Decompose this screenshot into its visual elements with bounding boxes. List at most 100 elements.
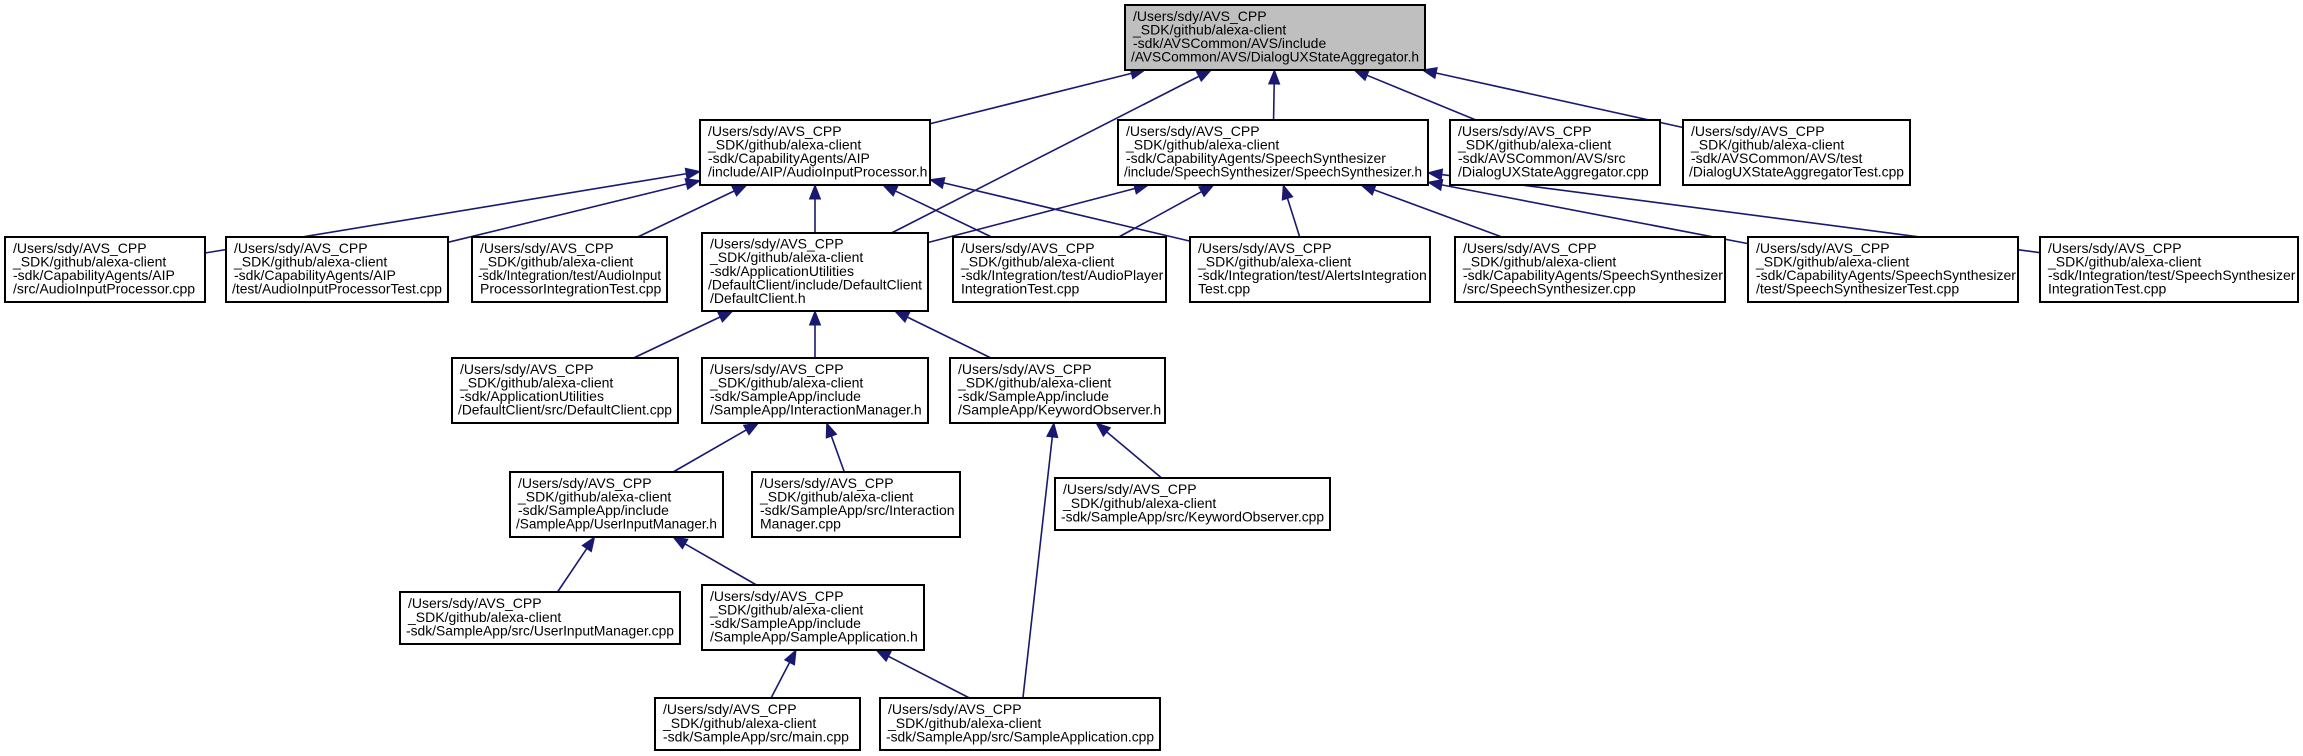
node-label-line: /Users/sdy/AVS_CPP <box>1458 123 1592 139</box>
node-ko_h[interactable]: /Users/sdy/AVS_CPP_SDK/github/alexa-clie… <box>949 357 1166 424</box>
node-box <box>699 119 931 186</box>
node-dc_cpp[interactable]: /Users/sdy/AVS_CPP_SDK/github/alexa-clie… <box>451 357 679 424</box>
node-sa_cpp[interactable]: /Users/sdy/AVS_CPP_SDK/github/alexa-clie… <box>879 697 1161 751</box>
node-aip_h[interactable]: /Users/sdy/AVS_CPP_SDK/github/alexa-clie… <box>699 119 931 186</box>
node-label-line: -sdk/ApplicationUtilities <box>710 263 854 279</box>
node-box <box>654 697 861 751</box>
node-label-line: /Users/sdy/AVS_CPP <box>408 595 542 611</box>
node-label-line: /Users/sdy/AVS_CPP <box>234 240 368 256</box>
node-label-line: /DefaultClient/include/DefaultClient <box>708 276 922 292</box>
node-box <box>399 591 681 645</box>
node-label-line: /Users/sdy/AVS_CPP <box>480 240 614 256</box>
node-dc_h[interactable]: /Users/sdy/AVS_CPP_SDK/github/alexa-clie… <box>701 232 929 312</box>
edge-line <box>672 429 747 473</box>
node-label-line: /Users/sdy/AVS_CPP <box>1133 8 1267 24</box>
edge-line <box>1286 198 1301 238</box>
node-al_int[interactable]: /Users/sdy/AVS_CPP_SDK/github/alexa-clie… <box>1189 236 1431 303</box>
edge-sa_h-to-uim_h <box>671 536 757 586</box>
edge-sa_cpp-to-sa_h <box>874 649 970 699</box>
node-ss_test[interactable]: /Users/sdy/AVS_CPP_SDK/github/alexa-clie… <box>1747 236 2019 303</box>
edge-dua_test-to-root <box>1421 67 1684 129</box>
node-label-line: -sdk/AVSCommon/AVS/src <box>1458 150 1626 166</box>
node-label-line: _SDK/github/alexa-client <box>1062 495 1216 511</box>
node-label-line: /Users/sdy/AVS_CPP <box>888 701 1022 717</box>
node-label-line: /Users/sdy/AVS_CPP <box>1126 123 1260 139</box>
node-root: /Users/sdy/AVS_CPP_SDK/github/alexa-clie… <box>1124 4 1426 71</box>
node-label-line: -sdk/Integration/test/AudioInput <box>478 267 661 283</box>
node-label-line: ProcessorIntegrationTest.cpp <box>480 281 662 297</box>
node-box <box>4 236 206 303</box>
node-label-line: /src/AudioInputProcessor.cpp <box>13 281 195 297</box>
node-dua_cpp[interactable]: /Users/sdy/AVS_CPP_SDK/github/alexa-clie… <box>1449 119 1661 186</box>
node-im_cpp[interactable]: /Users/sdy/AVS_CPP_SDK/github/alexa-clie… <box>751 471 961 538</box>
edge-line <box>929 72 1132 125</box>
edge-line <box>1441 184 1749 245</box>
node-label-line: /Users/sdy/AVS_CPP <box>710 236 844 252</box>
nodes-layer: /Users/sdy/AVS_CPP_SDK/github/alexa-clie… <box>4 4 2299 751</box>
node-aip_cpp[interactable]: /Users/sdy/AVS_CPP_SDK/github/alexa-clie… <box>4 236 206 303</box>
node-label-line: /DialogUXStateAggregatorTest.cpp <box>1689 164 1904 180</box>
edge-ap_int-to-ss_h <box>1118 184 1215 238</box>
node-box <box>451 357 679 424</box>
node-label-line: /Users/sdy/AVS_CPP <box>710 588 844 604</box>
node-label-line: /Users/sdy/AVS_CPP <box>760 475 894 491</box>
edge-arrowhead <box>684 167 702 180</box>
node-label-line: _SDK/github/alexa-client <box>957 375 1111 391</box>
node-ko_cpp[interactable]: /Users/sdy/AVS_CPP_SDK/github/alexa-clie… <box>1054 477 1331 531</box>
edge-line <box>770 662 791 699</box>
node-label-line: /Users/sdy/AVS_CPP <box>1756 240 1890 256</box>
node-sa_h[interactable]: /Users/sdy/AVS_CPP_SDK/github/alexa-clie… <box>701 584 925 651</box>
node-label-line: -sdk/SampleApp/include <box>958 388 1109 404</box>
edge-arrowhead <box>1426 168 1444 181</box>
node-label-line: /Users/sdy/AVS_CPP <box>1063 481 1197 497</box>
node-label-line: /Users/sdy/AVS_CPP <box>2048 240 2182 256</box>
edge-line <box>684 543 757 586</box>
edge-sa_cpp-to-ko_h <box>1022 421 1059 699</box>
node-uim_cpp[interactable]: /Users/sdy/AVS_CPP_SDK/github/alexa-clie… <box>399 591 681 645</box>
node-label-line: _SDK/github/alexa-client <box>407 609 561 625</box>
node-im_h[interactable]: /Users/sdy/AVS_CPP_SDK/github/alexa-clie… <box>701 357 929 424</box>
node-box <box>949 357 1166 424</box>
node-label-line: -sdk/SampleApp/include <box>710 388 861 404</box>
edge-arrowhead <box>1197 184 1215 198</box>
node-label-line: _SDK/github/alexa-client <box>709 375 863 391</box>
node-uim_h[interactable]: /Users/sdy/AVS_CPP_SDK/github/alexa-clie… <box>509 471 724 538</box>
edge-arrowhead <box>783 648 797 666</box>
edge-line <box>830 435 846 473</box>
node-box <box>701 357 929 424</box>
node-label-line: /DefaultClient.h <box>710 290 806 306</box>
edge-ss_h-to-root <box>1267 68 1281 121</box>
edge-uim_h-to-im_h <box>672 422 760 473</box>
edge-al_int-to-ss_h <box>1281 183 1301 238</box>
edge-arrowhead <box>716 310 734 323</box>
node-label-line: /AVSCommon/AVS/DialogUXStateAggregator.h <box>1131 49 1419 65</box>
node-box <box>1449 119 1661 186</box>
edge-line <box>556 548 588 593</box>
node-label-line: -sdk/SampleApp/src/UserInputManager.cpp <box>406 622 674 638</box>
node-label-line: -sdk/Integration/test/SpeechSynthesizer <box>2048 267 2296 283</box>
node-ss_int[interactable]: /Users/sdy/AVS_CPP_SDK/github/alexa-clie… <box>2039 236 2299 303</box>
node-label-line: -sdk/CapabilityAgents/AIP <box>234 267 396 283</box>
edge-line <box>927 187 1136 244</box>
edge-arrowhead <box>825 421 838 439</box>
edge-arrowhead <box>742 422 760 436</box>
node-dua_test[interactable]: /Users/sdy/AVS_CPP_SDK/github/alexa-clie… <box>1682 119 1911 186</box>
node-box <box>701 584 925 651</box>
node-label-line: /Users/sdy/AVS_CPP <box>1198 240 1332 256</box>
edge-arrowhead <box>808 309 822 326</box>
edge-dc_h-to-ss_h <box>927 182 1150 244</box>
edge-im_h-to-dc_h <box>808 309 822 358</box>
node-ss_cpp[interactable]: /Users/sdy/AVS_CPP_SDK/github/alexa-clie… <box>1454 236 1726 303</box>
node-ap_int[interactable]: /Users/sdy/AVS_CPP_SDK/github/alexa-clie… <box>952 236 1167 303</box>
node-ss_h[interactable]: /Users/sdy/AVS_CPP_SDK/github/alexa-clie… <box>1117 119 1429 186</box>
edge-ko_cpp-to-ko_h <box>1095 422 1163 479</box>
node-main_cpp[interactable]: /Users/sdy/AVS_CPP_SDK/github/alexa-clie… <box>654 697 861 751</box>
node-aip_test[interactable]: /Users/sdy/AVS_CPP_SDK/github/alexa-clie… <box>225 236 449 303</box>
node-label-line: _SDK/github/alexa-client <box>1755 254 1909 270</box>
node-box <box>1454 236 1726 303</box>
edge-arrowhead <box>1046 421 1059 439</box>
node-aip_int[interactable]: /Users/sdy/AVS_CPP_SDK/github/alexa-clie… <box>471 236 668 303</box>
edge-line <box>447 183 687 244</box>
edge-arrowhead <box>1267 68 1281 85</box>
node-label-line: /Users/sdy/AVS_CPP <box>663 701 797 717</box>
